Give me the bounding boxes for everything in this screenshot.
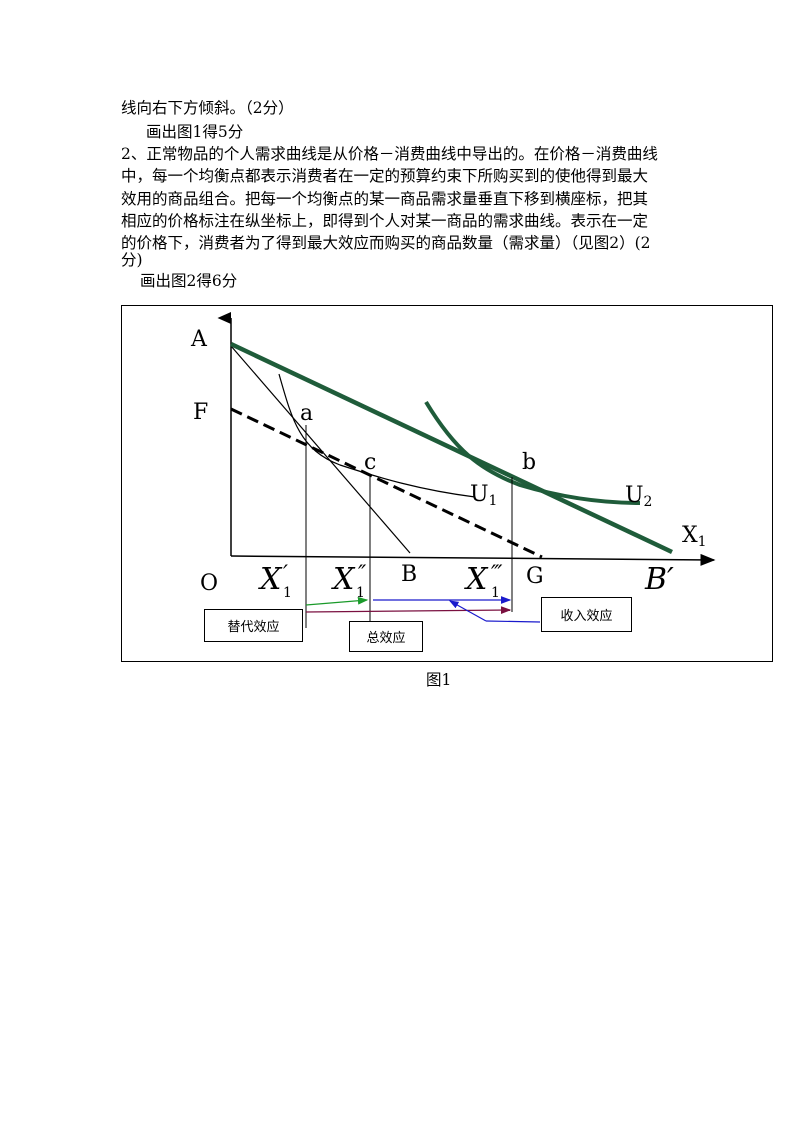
budget-line-ABprime [230, 341, 673, 555]
budget-line-AB [230, 345, 411, 554]
income-callout-pointer [485, 620, 541, 623]
x-axis [230, 553, 716, 566]
label-X1-axis: X1 [682, 523, 707, 550]
label-U1: U1 [470, 482, 497, 509]
total-effect-box: 总效应 [349, 621, 423, 652]
label-X1-prime: X ′ 1 [258, 562, 293, 601]
text-line-8: 分) [121, 251, 143, 269]
text-line-1: 线向右下方倾斜。（2分） [121, 99, 294, 117]
label-B: B [401, 562, 417, 587]
label-O: O [200, 571, 218, 596]
income-callout-pointer-2 [448, 600, 487, 622]
text-line-2: 画出图1得5分 [146, 123, 244, 141]
substitution-arrow [305, 596, 369, 606]
text-line-5: 效用的商品组合。把每一个均衡点的某一商品需求量垂直下移到横座标，把其 [121, 190, 649, 208]
total-arrow [305, 606, 512, 614]
text-line-3: 2、正常物品的个人需求曲线是从价格－消费曲线中导出的。在价格－消费曲线 [121, 145, 658, 163]
label-c: c [364, 450, 376, 475]
label-b: b [522, 450, 536, 475]
label-F: F [193, 400, 208, 425]
label-X1-triple-prime: X ‴ 1 [464, 562, 508, 601]
income-effect-box: 收入效应 [541, 597, 632, 632]
label-U2: U2 [625, 483, 652, 510]
indifference-curve-U2 [424, 400, 641, 505]
label-a: a [300, 401, 313, 426]
text-line-6: 相应的价格标注在纵坐标上，即得到个人对某一商品的需求曲线。表示在一定 [121, 212, 649, 230]
text-line-4: 中，每一个均衡点都表示消费者在一定的预算约束下所购买到的使他得到最大 [121, 167, 649, 185]
compensated-line-FG [230, 407, 543, 559]
figure-caption: 图1 [426, 671, 452, 689]
text-line-9: 画出图2得6分 [140, 272, 238, 290]
text-line-7: 的价格下，消费者为了得到最大效应而购买的商品数量（需求量）（见图2）(2 [121, 234, 651, 252]
label-Bprime: B′ [644, 562, 674, 597]
substitution-effect-box: 替代效应 [204, 609, 303, 642]
label-G: G [526, 564, 544, 589]
label-X1-double-prime: X ″ 1 [331, 562, 371, 601]
indifference-curve-U1 [278, 373, 476, 498]
figure-frame [121, 305, 773, 662]
label-A: A [190, 327, 208, 352]
